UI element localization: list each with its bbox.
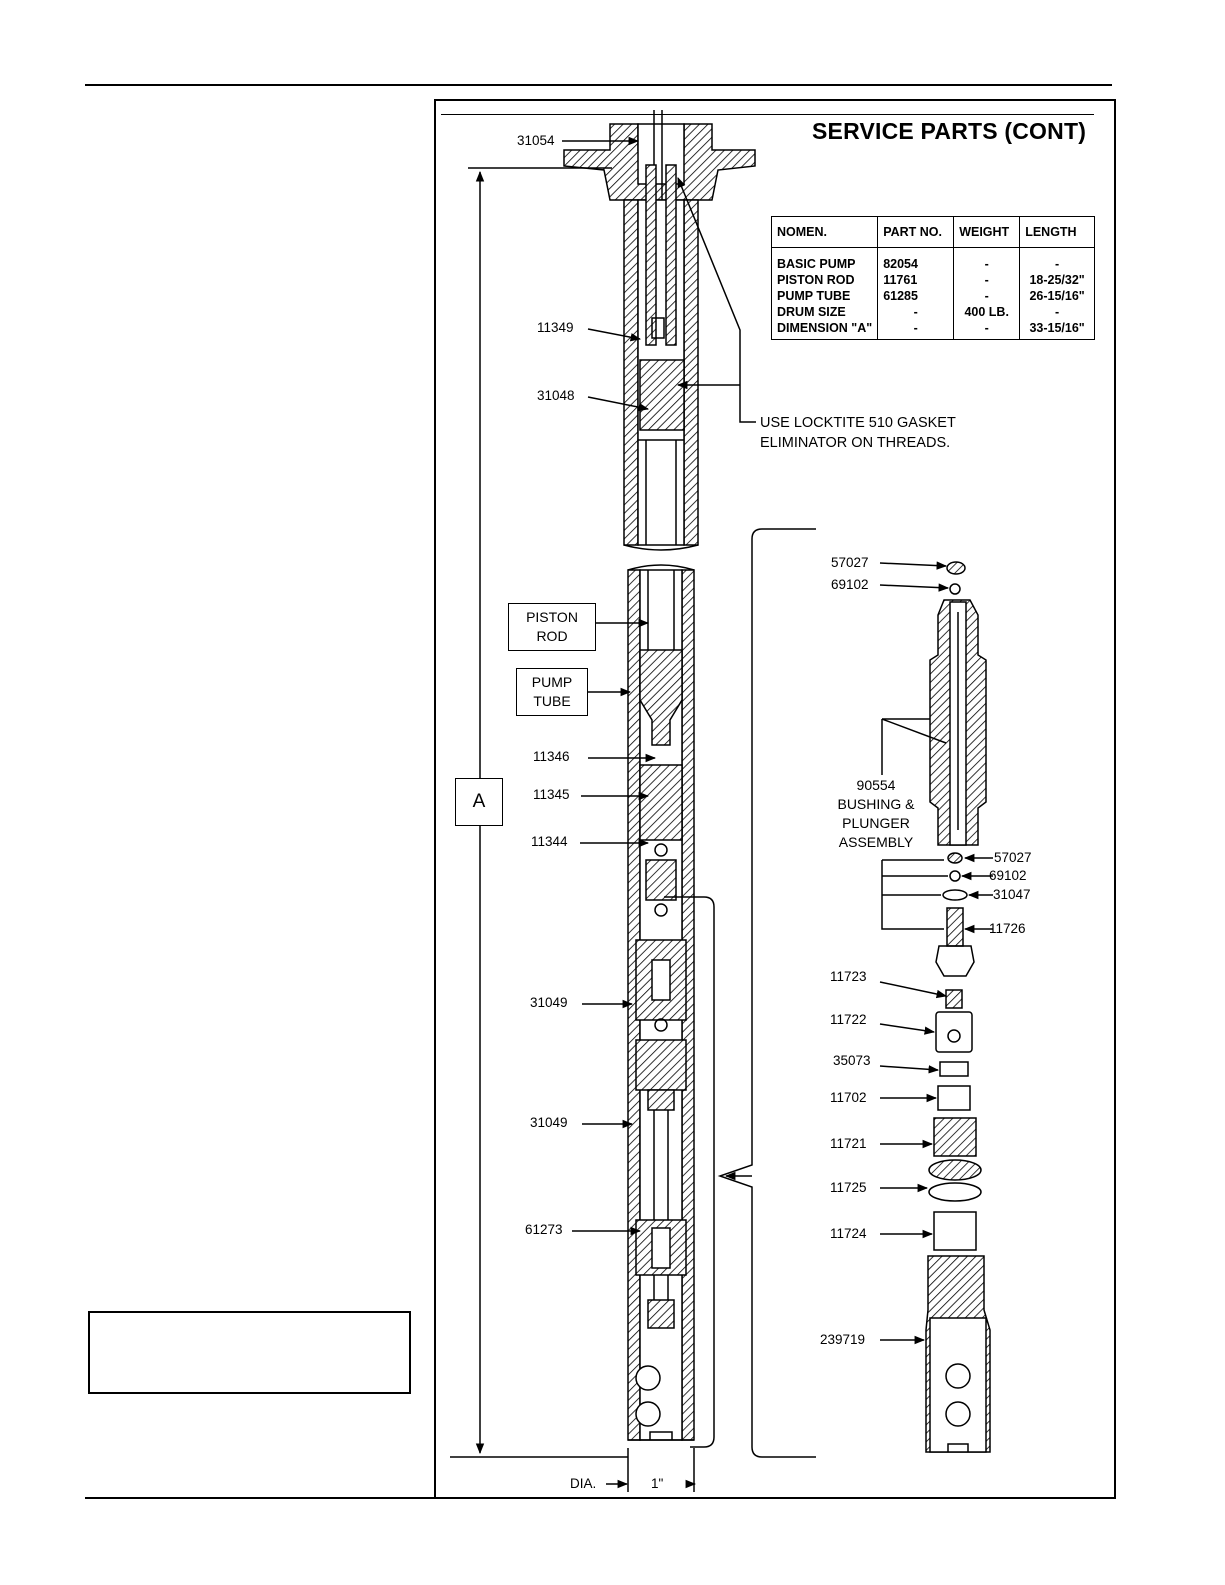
table-row: BASIC PUMP 82054 - - xyxy=(770,247,1095,272)
callout-35073: 35073 xyxy=(833,1053,871,1068)
cell-length: 18-25/32" xyxy=(1019,272,1095,288)
pump-tube-label-line1: PUMP xyxy=(531,674,573,690)
cell-nomen: PUMP TUBE xyxy=(770,288,879,304)
pump-tube-label: PUMP TUBE xyxy=(516,668,588,716)
frame-inner-rule xyxy=(441,114,1094,115)
left-leaders xyxy=(562,136,657,1236)
callout-11346: 11346 xyxy=(533,749,570,764)
piston-rod-label-line1: PISTON xyxy=(526,609,578,625)
col-header-length: LENGTH xyxy=(1019,216,1095,248)
empty-note-box xyxy=(88,1311,411,1394)
callout-11345: 11345 xyxy=(533,787,570,802)
callout-11702: 11702 xyxy=(830,1090,867,1105)
top-rule xyxy=(85,84,1112,86)
callout-57027-lower: 57027 xyxy=(994,850,1032,865)
callout-31054: 31054 xyxy=(517,133,555,148)
callout-31049-upper: 31049 xyxy=(530,995,568,1010)
cell-nomen: PISTON ROD xyxy=(770,272,879,288)
dia-label: DIA. xyxy=(570,1476,597,1491)
callout-31049-lower: 31049 xyxy=(530,1115,568,1130)
callout-239719: 239719 xyxy=(820,1332,866,1347)
callout-31047: 31047 xyxy=(993,887,1031,902)
col-header-part-no: PART NO. xyxy=(877,216,955,248)
callout-69102-top: 69102 xyxy=(831,577,869,592)
cell-nomen: BASIC PUMP xyxy=(770,247,879,272)
callout-11723: 11723 xyxy=(830,969,867,984)
callout-11724: 11724 xyxy=(830,1226,867,1241)
cell-nomen: DRUM SIZE xyxy=(770,304,879,320)
assembly-line-3: ASSEMBLY xyxy=(838,834,914,850)
dia-dimension xyxy=(606,1448,697,1492)
dimension-a-line xyxy=(450,167,628,1458)
cell-nomen: DIMENSION "A" xyxy=(770,320,879,340)
col-header-weight: WEIGHT xyxy=(953,216,1021,248)
callout-31048: 31048 xyxy=(537,388,575,403)
spec-table-header-row: NOMEN. PART NO. WEIGHT LENGTH xyxy=(770,216,1095,248)
pump-tube-label-line2: TUBE xyxy=(533,693,571,709)
cell-weight: - xyxy=(953,288,1021,304)
table-row: DRUM SIZE - 400 LB. - xyxy=(770,304,1095,320)
cell-part-no: 82054 xyxy=(877,247,955,272)
callout-61273: 61273 xyxy=(525,1222,563,1237)
detail-connector xyxy=(664,528,816,1458)
cell-weight: - xyxy=(953,320,1021,340)
callout-11344: 11344 xyxy=(531,834,568,849)
right-leaders xyxy=(879,561,993,1345)
lower-pump-tube xyxy=(627,564,695,1441)
upper-pump-tube xyxy=(623,164,699,551)
callout-69102-lower: 69102 xyxy=(989,868,1027,883)
table-row: DIMENSION "A" - - 33-15/16" xyxy=(770,320,1095,340)
page-title: SERVICE PARTS (CONT) xyxy=(812,118,1087,144)
note-line-1: USE LOCKTITE 510 GASKET xyxy=(760,415,956,431)
callout-11349: 11349 xyxy=(537,320,574,335)
callout-11721: 11721 xyxy=(830,1136,867,1151)
table-row: PISTON ROD 11761 - 18-25/32" xyxy=(770,272,1095,288)
dimension-a-label: A xyxy=(455,778,503,826)
cell-length: 33-15/16" xyxy=(1019,320,1095,340)
bushing-plunger-assembly-label: 90554 BUSHING & PLUNGER ASSEMBLY xyxy=(826,776,926,852)
cell-length: - xyxy=(1019,247,1095,272)
assembly-part-number: 90554 xyxy=(856,777,896,793)
cell-length: 26-15/16" xyxy=(1019,288,1095,304)
callout-11726: 11726 xyxy=(989,921,1026,936)
table-row: PUMP TUBE 61285 - 26-15/16" xyxy=(770,288,1095,304)
locktite-note: USE LOCKTITE 510 GASKET ELIMINATOR ON TH… xyxy=(760,413,956,453)
note-line-2: ELIMINATOR ON THREADS. xyxy=(760,435,951,451)
diagram-frame xyxy=(434,99,1116,1499)
piston-rod-label-line2: ROD xyxy=(536,628,568,644)
note-leader xyxy=(676,177,756,423)
spec-table: NOMEN. PART NO. WEIGHT LENGTH BASIC PUMP… xyxy=(770,216,1095,340)
one-inch-label: 1" xyxy=(651,1476,664,1491)
cell-weight: - xyxy=(953,247,1021,272)
cell-length: - xyxy=(1019,304,1095,320)
cell-weight: 400 LB. xyxy=(953,304,1021,320)
callout-57027-top: 57027 xyxy=(831,555,869,570)
assembly-line-1: BUSHING & xyxy=(837,796,915,812)
cell-weight: - xyxy=(953,272,1021,288)
exploded-parts xyxy=(925,561,991,1453)
bottom-rule xyxy=(85,1497,435,1499)
callout-11722: 11722 xyxy=(830,1012,867,1027)
callout-11725: 11725 xyxy=(830,1180,867,1195)
col-header-nomen: NOMEN. xyxy=(770,216,879,248)
assembly-line-2: PLUNGER xyxy=(842,815,910,831)
cell-part-no: 61285 xyxy=(877,288,955,304)
piston-rod-label: PISTON ROD xyxy=(508,603,596,651)
